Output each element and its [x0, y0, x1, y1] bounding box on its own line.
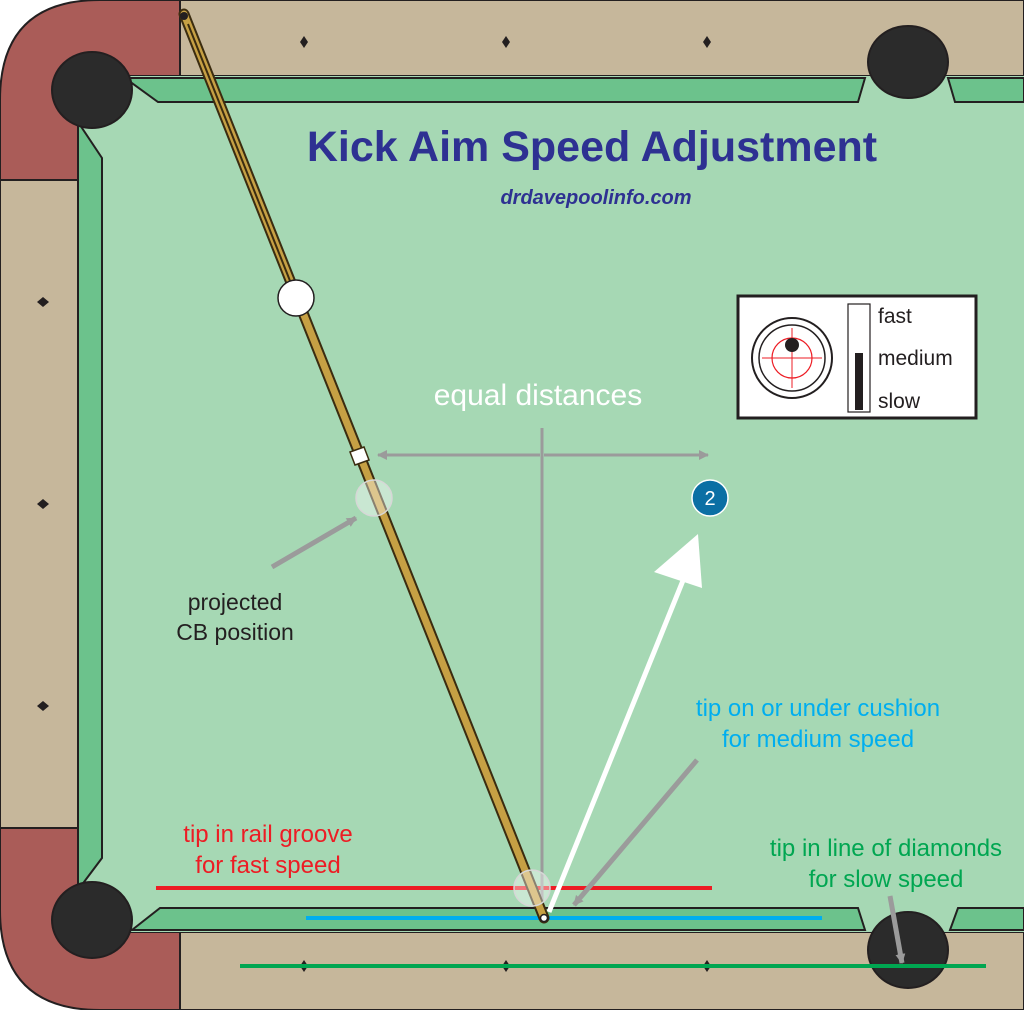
top-right-pocket: [867, 25, 949, 99]
top-left-pocket: [51, 51, 133, 129]
projected-pointer-arrow: [270, 515, 358, 570]
diamond-icon: [37, 297, 49, 307]
tip-position-icon: [751, 317, 833, 399]
fast-label-line2: for fast speed: [195, 852, 340, 879]
bottom-right-pocket: [867, 911, 949, 989]
cue-ball: [277, 279, 315, 317]
legend-medium: medium: [878, 347, 953, 370]
legend-slow: slow: [878, 390, 921, 413]
slow-label-line2: for slow speed: [809, 866, 964, 893]
slow-label-line1: tip in line of diamonds: [770, 835, 1002, 862]
projected-cue-ball: [355, 479, 393, 517]
diamond-icon: [37, 499, 49, 509]
speed-legend: fast medium slow: [736, 294, 978, 420]
tip-ball-inner: [758, 324, 826, 392]
cue-inlay: [187, 23, 301, 307]
bottom-left-pocket: [51, 881, 133, 959]
cue-butt-cap: [180, 12, 188, 20]
projected-label-line1: projected: [188, 589, 283, 615]
top-cushion-right: [946, 77, 1024, 103]
cue-ball-path-arrow: [546, 534, 702, 913]
cue-joint-band: [349, 446, 370, 466]
object-ball-number: 2: [704, 488, 715, 510]
tip-contact-dot: [785, 338, 799, 352]
diamonds: [37, 36, 711, 972]
medium-label-line2: for medium speed: [722, 726, 914, 753]
projected-label-line2: CB position: [176, 619, 294, 645]
medium-label-line1: tip on or under cushion: [696, 695, 940, 722]
left-cushion: [77, 118, 103, 893]
page-title: Kick Aim Speed Adjustment: [307, 123, 877, 171]
diamond-icon: [502, 36, 510, 48]
diamond-icon: [37, 701, 49, 711]
slow-pointer-arrow: [887, 895, 906, 964]
diamond-icon: [703, 36, 711, 48]
bottom-cushion-right: [948, 907, 1024, 931]
path-shaft: [546, 577, 687, 913]
speed-level-indicator: [855, 353, 863, 410]
website-label: drdavepoolinfo.com: [500, 187, 691, 209]
fast-label-line1: tip in rail groove: [183, 821, 352, 848]
medium-pointer-arrow: [572, 758, 699, 907]
path-arrowhead: [654, 534, 702, 588]
pockets: [51, 25, 949, 989]
table-felt: [78, 76, 1024, 932]
object-ball-circle: [691, 479, 729, 517]
equal-distances-label: equal distances: [434, 379, 642, 412]
contact-cue-ball: [513, 869, 551, 907]
diamond-icon: [300, 36, 308, 48]
cue-tip: [539, 913, 549, 923]
legend-fast: fast: [878, 305, 912, 328]
object-ball: 2: [691, 479, 729, 517]
top-cushion-left: [121, 77, 867, 103]
cue-stick: [178, 8, 550, 924]
